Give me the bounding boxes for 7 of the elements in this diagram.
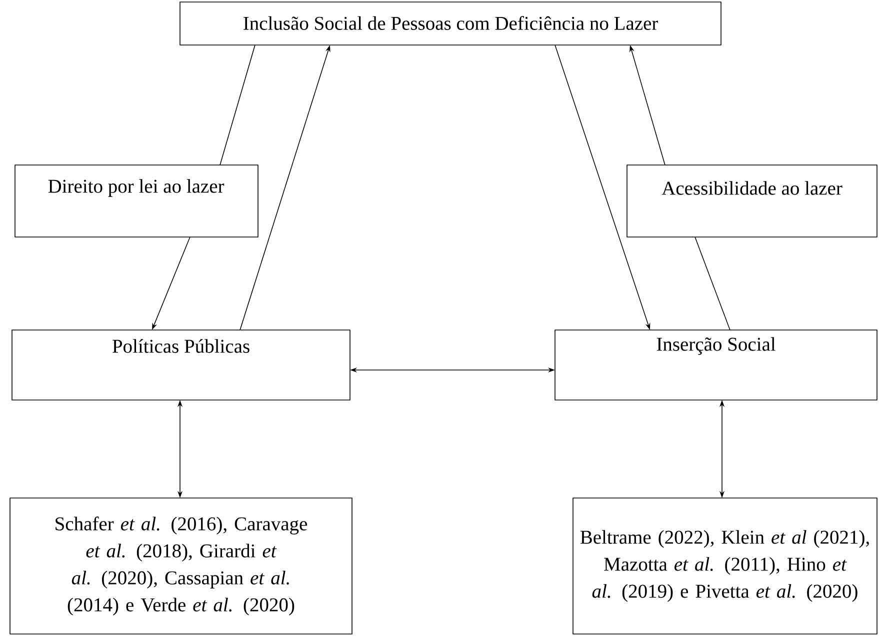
process-box: Beltrame (2022), Klein et al (2021), Mazotta et al. (2011), Hino et al. (2019) e Pivetta et al. (2020) xyxy=(572,498,878,634)
process-box: Políticas Públicas xyxy=(12,330,350,400)
process-box: Inserção Social xyxy=(554,330,878,400)
process-box: Acessibilidade ao lazer xyxy=(626,164,878,238)
process-box: Schafer et al. (2016), Caravage et al. (2018), Girardi et al. (2020), Cassapian et al. (2014) e Verde et al. (2020) xyxy=(10,498,352,634)
process-box: Direito por lei ao lazer xyxy=(14,164,258,238)
process-box: Inclusão Social de Pessoas com Deficiência no Lazer xyxy=(180,2,722,46)
